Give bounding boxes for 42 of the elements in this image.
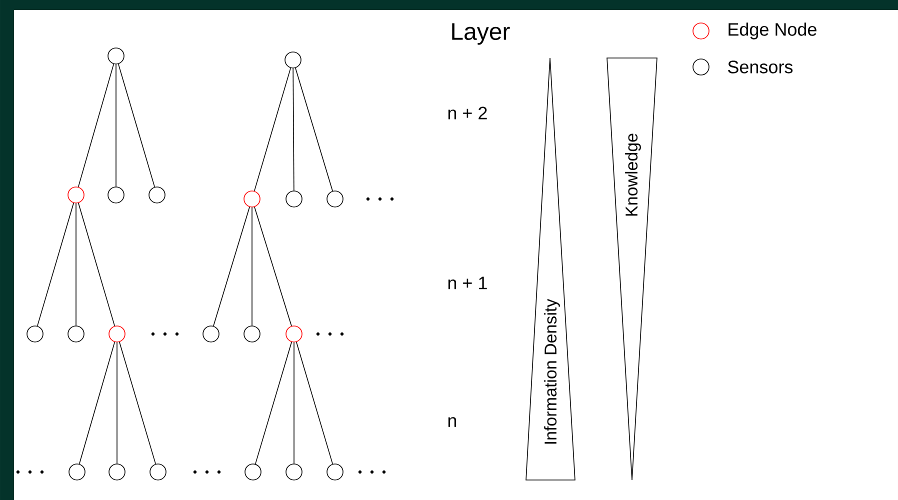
tree-line — [254, 206, 292, 326]
tree-line — [119, 342, 156, 464]
tree-line — [296, 342, 334, 464]
sensor-circle — [108, 186, 124, 204]
sensor-circle — [286, 190, 302, 208]
sensor-circle — [244, 326, 260, 342]
sensor-circle — [244, 464, 262, 480]
edge-node-circle — [286, 326, 302, 342]
sensor-circle — [284, 52, 302, 68]
sensor-circle — [326, 190, 344, 208]
tree-line — [295, 68, 333, 192]
tree-line — [292, 68, 294, 191]
sensor-circle — [150, 464, 166, 480]
tree-line — [116, 342, 118, 464]
tree-line — [78, 342, 116, 464]
tree-line — [78, 64, 114, 188]
layer-label: n — [448, 417, 456, 427]
edge-node-circle — [108, 326, 126, 342]
tree-line — [254, 68, 292, 192]
edge-node-circle — [244, 190, 260, 208]
sensor-circle — [326, 464, 344, 480]
sensor-circle — [108, 464, 126, 480]
tree-line — [36, 202, 74, 326]
density-triangle: Information Density — [526, 58, 576, 480]
sensor-circle — [202, 326, 220, 342]
tree-line — [118, 64, 156, 188]
sensor-circle — [26, 326, 44, 342]
tree-line — [213, 206, 250, 326]
heading: Layer — [452, 23, 510, 45]
edge-node-circle — [68, 186, 84, 204]
sensor-circle — [148, 186, 166, 204]
tree-line — [78, 202, 116, 326]
tree-line — [255, 342, 292, 464]
sensor-circle — [68, 464, 86, 480]
legend-label: Edge Node — [728, 22, 816, 40]
sensor-circle — [108, 48, 124, 64]
sensor-circle — [286, 464, 302, 480]
knowledge-triangle: Knowledge — [606, 58, 658, 480]
legend-label: Sensors — [728, 60, 793, 74]
layer-label: n + 2 — [448, 106, 487, 120]
sensor-circle — [68, 326, 84, 342]
layer-label: n + 1 — [448, 276, 487, 290]
